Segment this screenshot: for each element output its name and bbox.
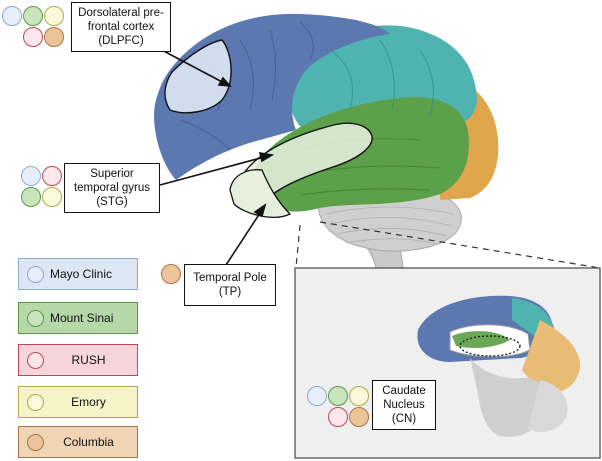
legend-dot	[27, 265, 44, 283]
legend-dot	[27, 309, 44, 327]
legend-dot	[27, 351, 44, 369]
site-mayo-circle	[21, 166, 41, 186]
legend-label: Columbia	[63, 435, 114, 449]
site-rush-circle	[23, 27, 43, 47]
legend-rush: RUSH	[18, 344, 138, 376]
legend-label: RUSH	[71, 353, 106, 367]
site-rush-circle	[328, 407, 348, 427]
dlpfc-label: Dorsolateral pre- frontal cortex (DLPFC)	[71, 2, 171, 52]
site-emory-circle	[42, 187, 62, 207]
site-emory-circle	[44, 6, 64, 26]
tp-label: Temporal Pole (TP)	[184, 264, 276, 306]
site-sinai-circle	[328, 386, 348, 406]
legend-emory: Emory	[18, 386, 138, 418]
legend-label: Mayo Clinic	[50, 267, 113, 281]
temporal-lobe	[254, 97, 469, 212]
legend-label: Mount Sinai	[50, 311, 114, 325]
legend-columbia: Columbia	[18, 426, 138, 458]
site-mayo-circle	[2, 6, 22, 26]
legend-dot	[27, 433, 44, 451]
cn-label: Caudate Nucleus (CN)	[372, 380, 436, 430]
site-columbia-circle	[44, 27, 64, 47]
site-sinai-circle	[23, 6, 43, 26]
site-columbia-circle	[161, 264, 181, 284]
legend-mount-sinai: Mount Sinai	[18, 302, 138, 334]
site-sinai-circle	[21, 187, 41, 207]
stg-label: Superior temporal gyrus (STG)	[64, 163, 160, 213]
inset-brain	[417, 295, 581, 437]
site-mayo-circle	[307, 386, 327, 406]
legend-mayo-clinic: Mayo Clinic	[18, 258, 138, 290]
site-emory-circle	[349, 386, 369, 406]
legend-label: Emory	[71, 395, 106, 409]
site-columbia-circle	[349, 407, 369, 427]
legend-dot	[27, 393, 44, 411]
dlpfc-region	[164, 39, 232, 114]
tp-region	[229, 169, 292, 218]
site-rush-circle	[42, 166, 62, 186]
